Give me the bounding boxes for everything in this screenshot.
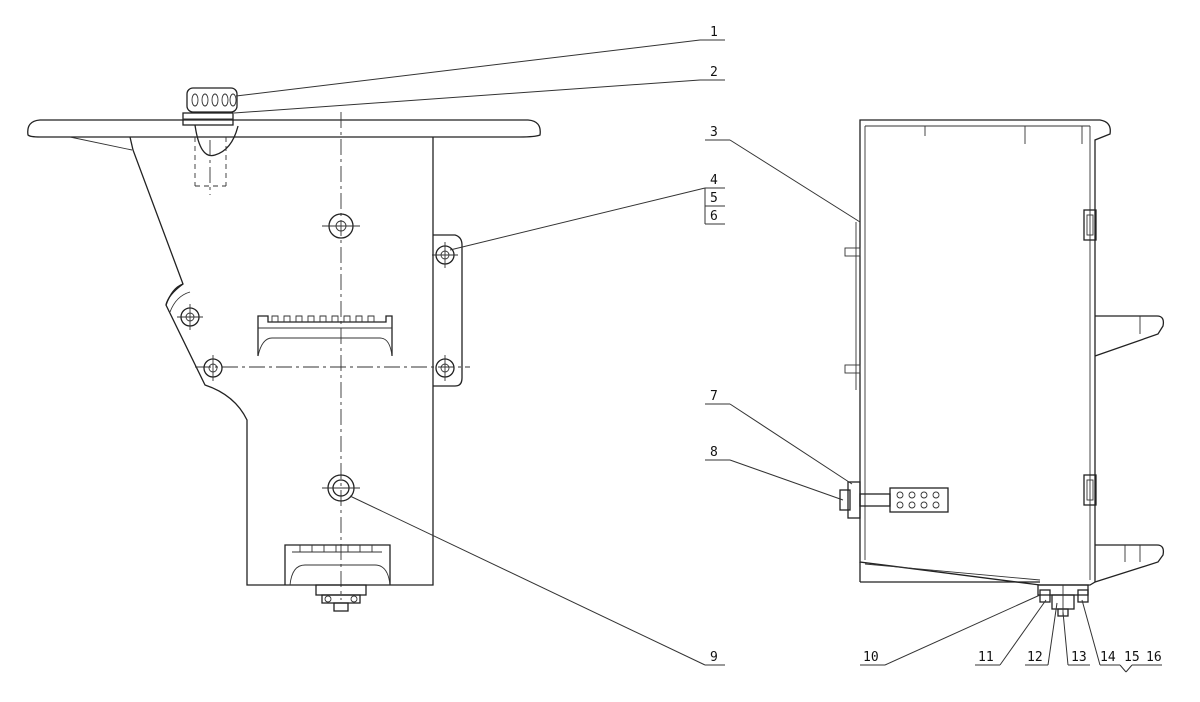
callout-12: 12 — [1027, 650, 1043, 665]
lower-comb-slot — [284, 544, 391, 586]
top-flange — [27, 119, 541, 151]
main-body — [129, 136, 463, 586]
front-view — [27, 87, 541, 612]
callout-8: 8 — [710, 445, 718, 460]
callout-labels: 1 2 3 4 5 6 7 8 9 10 11 12 13 14 15 16 — [710, 25, 1162, 665]
bolt-hole-top — [322, 213, 360, 239]
side-view — [839, 119, 1165, 617]
callout-9: 9 — [710, 650, 718, 665]
callout-5: 5 — [710, 191, 718, 206]
filler-cap — [182, 87, 239, 195]
tank-body — [859, 119, 1111, 586]
bolt-hole-left-bracket — [177, 304, 203, 330]
callout-15: 15 — [1124, 650, 1140, 665]
callout-16: 16 — [1146, 650, 1162, 665]
bolt-hole-lower — [322, 474, 360, 502]
callout-10: 10 — [863, 650, 879, 665]
leader-lines — [233, 39, 1162, 673]
side-studs — [844, 222, 861, 390]
callout-13: 13 — [1071, 650, 1087, 665]
callout-1: 1 — [710, 25, 718, 40]
right-latches — [1083, 209, 1097, 506]
callout-14: 14 — [1100, 650, 1116, 665]
upper-comb-slot — [257, 315, 393, 357]
callout-2: 2 — [710, 65, 718, 80]
right-brackets — [1094, 315, 1165, 583]
bolt-hole-left-mid — [203, 355, 223, 381]
callout-4: 4 — [710, 173, 718, 188]
drain-plug-front — [315, 584, 367, 612]
callout-3: 3 — [710, 125, 718, 140]
callout-7: 7 — [710, 389, 718, 404]
bolt-hole-right-upper — [432, 242, 458, 268]
drain-fitting-side — [839, 481, 949, 519]
callout-6: 6 — [710, 209, 718, 224]
bolt-hole-right-mid — [435, 355, 455, 381]
callout-11: 11 — [978, 650, 994, 665]
